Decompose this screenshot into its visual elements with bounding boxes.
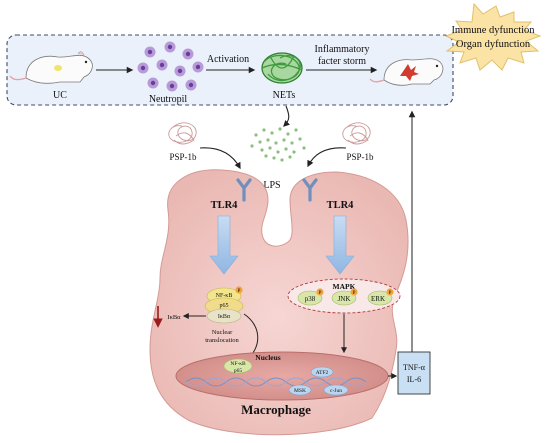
nucleus-title: Nucleus bbox=[255, 353, 281, 362]
p65-label: p65 bbox=[220, 303, 229, 309]
cytokine-tnf: TNF-α bbox=[403, 363, 426, 372]
outcome-line2: Organ dyfunction bbox=[456, 39, 531, 50]
left-signal-arrow bbox=[209, 215, 239, 275]
nucleus-atf2: ATF2 bbox=[316, 370, 329, 376]
nfkb-phospho: P bbox=[238, 289, 241, 294]
mapk-jnk: JNK bbox=[338, 295, 351, 303]
ikb-complex-label: IκBα bbox=[218, 314, 231, 320]
neutrophil-cluster bbox=[137, 41, 204, 92]
nets-label: NETs bbox=[273, 90, 296, 101]
nucleus-p65: p65 bbox=[234, 368, 243, 374]
cytokine-il6: IL-6 bbox=[407, 375, 421, 384]
p38-phospho: P bbox=[319, 291, 322, 296]
nfkb-label: NF-κB bbox=[216, 293, 233, 299]
tlr4-left-label: TLR4 bbox=[211, 200, 239, 211]
psp-right-icon bbox=[342, 122, 371, 145]
lps-label: LPS bbox=[263, 180, 280, 191]
neutrophil-label: Neutropil bbox=[149, 94, 188, 105]
right-signal-arrow bbox=[325, 215, 355, 275]
nucleus-nfkb: NF-κB bbox=[230, 361, 246, 367]
macrophage-label: Macrophage bbox=[241, 402, 311, 417]
psp-left-icon bbox=[168, 122, 197, 145]
tlr4-right-receptor bbox=[302, 178, 318, 202]
storm-label-line2: facter storm bbox=[318, 56, 366, 67]
sick-rat-illustration bbox=[369, 58, 444, 86]
nuclear-translocation-line2: translocation bbox=[205, 337, 239, 344]
nets-tangle bbox=[261, 52, 303, 84]
lps-particles bbox=[250, 127, 306, 162]
nfkb-complex: NF-κB p65 IκBα P bbox=[204, 286, 244, 324]
tlr4-right-label: TLR4 bbox=[327, 200, 355, 211]
nucleus: Nucleus NF-κB p65 ATF2 MSK c-Jun bbox=[175, 351, 389, 401]
uc-rat-illustration bbox=[9, 51, 93, 84]
mapk-title: MAPK bbox=[333, 282, 356, 291]
activation-label: Activation bbox=[207, 54, 249, 65]
outcome-burst: Immune dyfunction Organ dyfunction bbox=[444, 2, 542, 71]
psp-right-label: PSP-1b bbox=[346, 152, 374, 162]
storm-label-line1: Inflammatory bbox=[315, 44, 370, 55]
outcome-line1: Immune dyfunction bbox=[451, 25, 535, 36]
ikb-released-label: IκBα bbox=[167, 314, 181, 321]
nets-to-lps-arrow bbox=[283, 105, 291, 127]
psp-right-arrow bbox=[307, 147, 347, 168]
psp-left-label: PSP-1b bbox=[169, 152, 197, 162]
cytokine-box: TNF-α IL-6 bbox=[397, 351, 431, 395]
tlr4-left-receptor bbox=[236, 178, 252, 202]
erk-phospho: P bbox=[389, 291, 392, 296]
mapk-complex: MAPK p38 P JNK P ERK P bbox=[287, 278, 401, 314]
mapk-p38: p38 bbox=[305, 295, 316, 303]
nucleus-msk: MSK bbox=[294, 388, 306, 394]
jnk-phospho: P bbox=[353, 291, 356, 296]
mapk-erk: ERK bbox=[371, 295, 385, 303]
uc-label: UC bbox=[53, 90, 67, 101]
nuclear-translocation-line1: Nuclear bbox=[212, 329, 233, 336]
nucleus-cjun: c-Jun bbox=[330, 388, 342, 394]
psp-left-arrow bbox=[199, 147, 241, 170]
